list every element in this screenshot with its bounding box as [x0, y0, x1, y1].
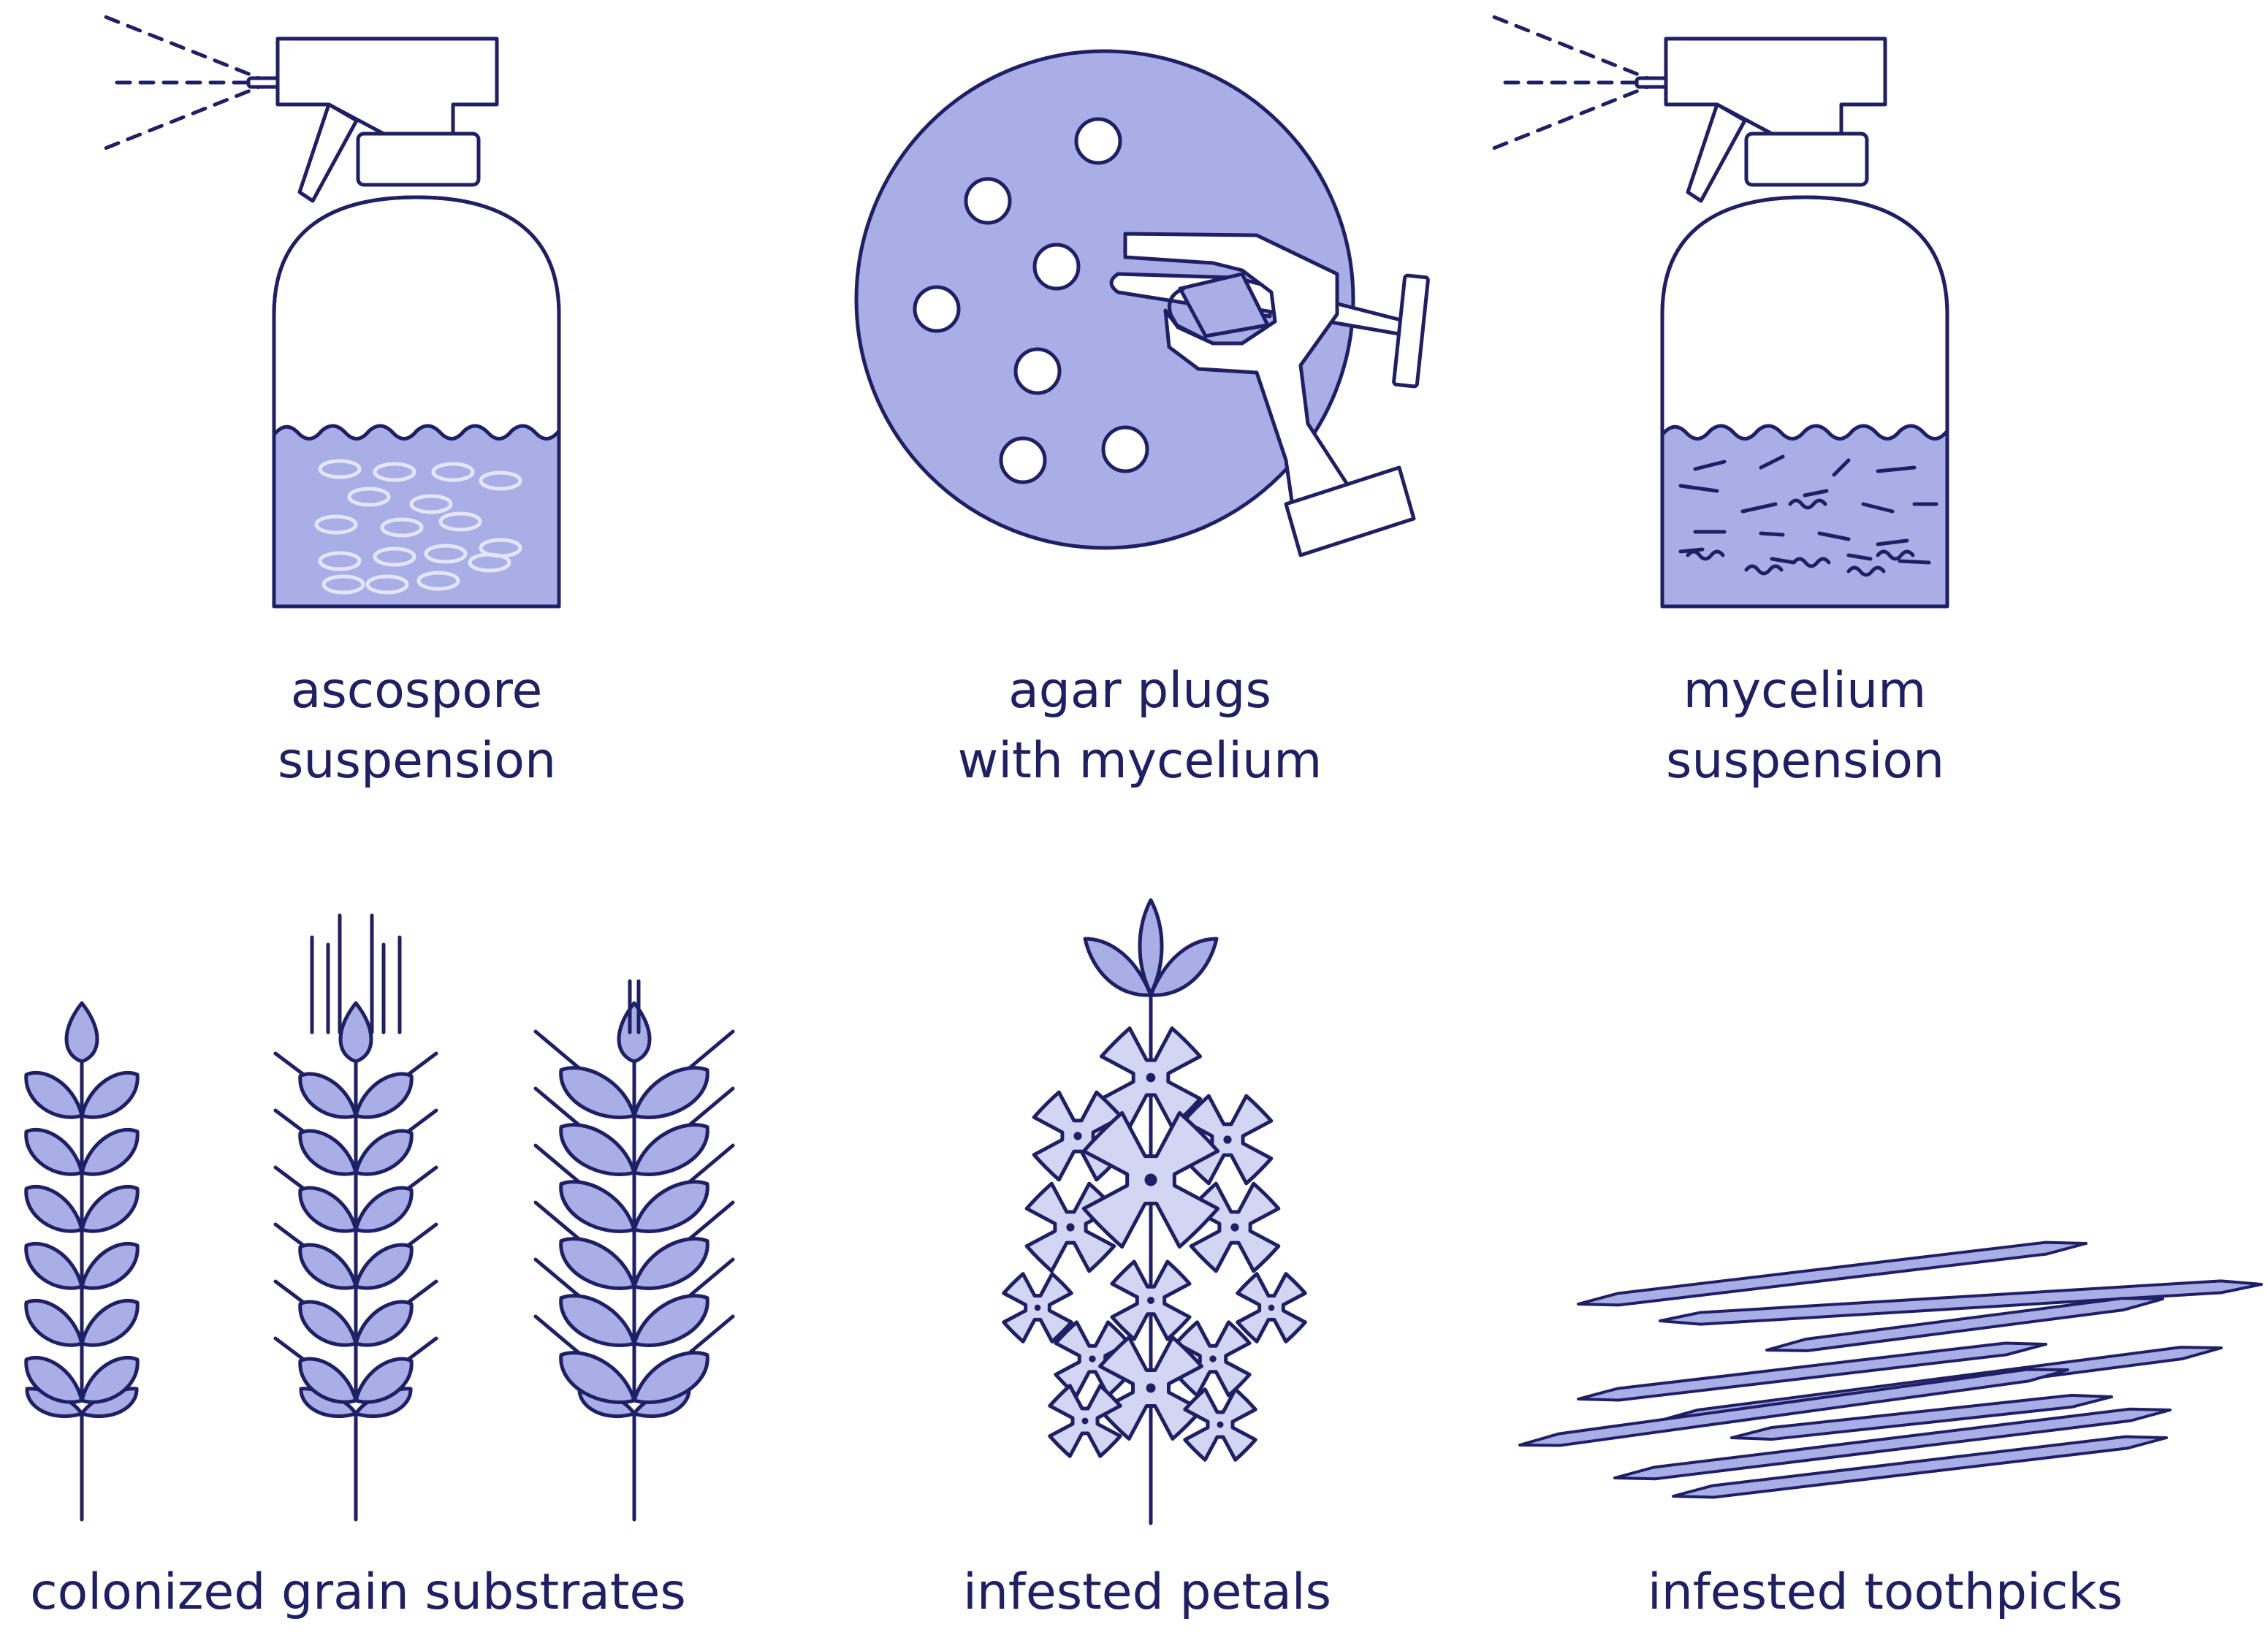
caption-mycelium-suspension: mycelium suspension: [1666, 656, 1944, 796]
caption-petals-line1: infested petals: [962, 1563, 1332, 1621]
caption-toothpicks-line1: infested toothpicks: [1647, 1563, 2123, 1621]
spray-bottle-ascospore-trigger-head: [248, 39, 497, 201]
caption-agar-line2: with mycelium: [957, 732, 1323, 790]
grain-spike-plain: [24, 1001, 140, 1522]
caption-mycelium-line1: mycelium: [1683, 662, 1927, 720]
agar-plate: [854, 49, 1430, 557]
flower-4: [1189, 1181, 1281, 1273]
caption-mycelium-line2: suspension: [1666, 732, 1945, 790]
caption-grain-line1: colonized grain substrates: [30, 1563, 686, 1621]
flower-6: [1002, 1272, 1073, 1344]
spray-bottle-mycelium-trigger-head: [1637, 39, 1885, 201]
flower-7: [1236, 1272, 1307, 1344]
caption-colonized-grain: colonized grain substrates: [15, 1558, 701, 1628]
toothpick-5: [1518, 1368, 2069, 1447]
spray-bottle-mycelium-hyphae: [1678, 454, 1938, 577]
caption-ascospore-suspension: ascospore suspension: [278, 656, 557, 796]
spray-bottle-ascospore-spores: [314, 459, 522, 595]
toothpick-8: [1672, 1435, 2168, 1499]
spray-bottle-ascospore: [103, 15, 561, 609]
toothpick-pile: [1518, 1240, 2263, 1499]
flower-13: [1183, 1387, 1257, 1462]
flower-cluster: [1002, 898, 1307, 1525]
flower-12: [1048, 1384, 1122, 1458]
toothpick-7: [1613, 1407, 2172, 1481]
grain-spike-awned: [273, 913, 438, 1522]
flower-11: [1098, 1335, 1203, 1441]
toothpick-3: [1577, 1341, 2047, 1402]
caption-agar-line1: agar plugs: [1008, 662, 1271, 720]
flower-8: [1110, 1259, 1192, 1341]
hand-icon: [1123, 232, 1416, 557]
caption-ascospore-line1: ascospore: [290, 662, 543, 720]
caption-infested-toothpicks: infested toothpicks: [1629, 1558, 2141, 1628]
spray-bottle-mycelium: [1491, 15, 1949, 609]
toothpick-2: [1765, 1297, 2164, 1352]
caption-ascospore-line2: suspension: [278, 732, 557, 790]
flower-10: [1174, 1320, 1252, 1398]
caption-infested-petals: infested petals: [943, 1558, 1352, 1628]
grain-spike-bearded: [533, 979, 735, 1522]
caption-agar-plugs: agar plugs with mycelium: [950, 656, 1330, 796]
flower-2: [1181, 1094, 1274, 1186]
toothpick-1: [1659, 1279, 2263, 1326]
flower-0: [1099, 1026, 1203, 1129]
flower-5: [1081, 1110, 1220, 1249]
toothpick-0: [1577, 1240, 2088, 1307]
toothpick-6: [1730, 1393, 2113, 1441]
